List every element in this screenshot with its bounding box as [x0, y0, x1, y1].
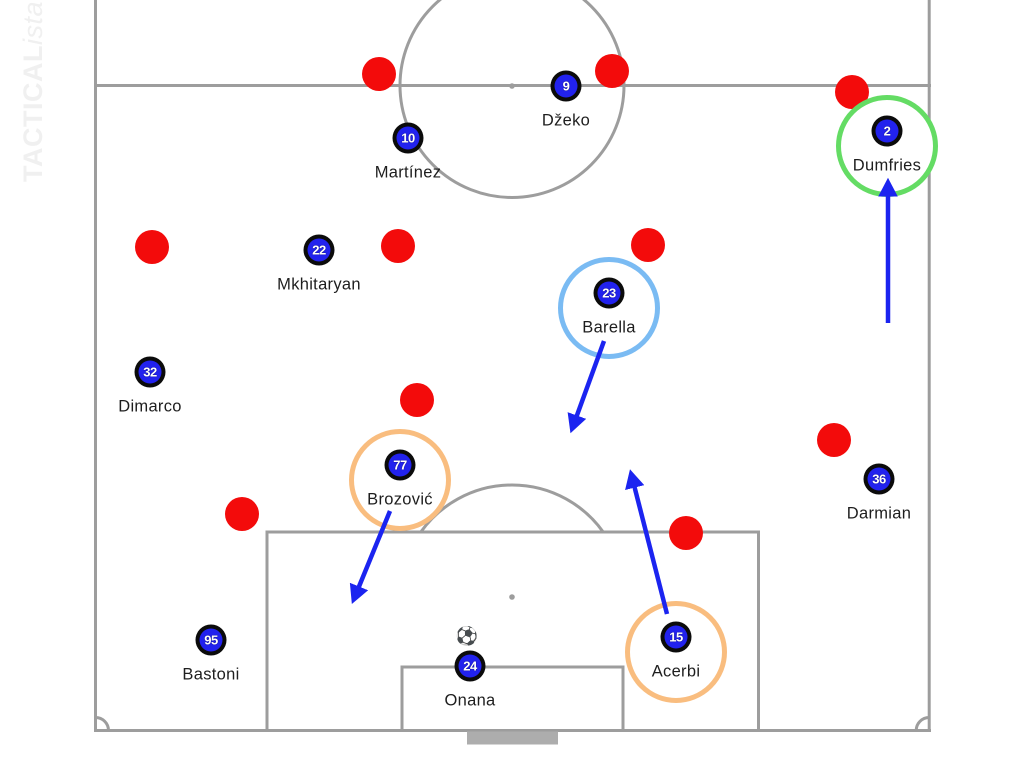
player-marker[interactable]: 24 [454, 650, 486, 682]
penalty-arc [419, 483, 605, 533]
player-marker-inner: 9 [554, 74, 578, 98]
opponent-dot[interactable] [225, 497, 259, 531]
goal-area [400, 665, 625, 732]
player-marker[interactable]: 23 [593, 277, 625, 309]
opponent-dot[interactable] [381, 229, 415, 263]
highlight-ring-orange[interactable] [349, 429, 451, 531]
player-marker[interactable]: 36 [863, 463, 895, 495]
movement-arrow[interactable] [349, 510, 393, 604]
opponent-dot[interactable] [817, 423, 851, 457]
player-number: 23 [602, 285, 616, 301]
player-number: 32 [143, 364, 157, 380]
player-number: 15 [669, 629, 683, 645]
player-marker-inner: 32 [138, 360, 162, 384]
opponent-dot[interactable] [400, 383, 434, 417]
player-number: 24 [463, 658, 477, 674]
corner-arc-left [95, 716, 110, 731]
player-marker-inner: 22 [307, 238, 331, 262]
opponent-dot[interactable] [595, 54, 629, 88]
player-marker[interactable]: 2 [871, 115, 903, 147]
player-number: 95 [204, 632, 218, 648]
centre-spot [509, 83, 515, 89]
player-marker[interactable]: 9 [550, 70, 582, 102]
player-marker[interactable]: 32 [134, 356, 166, 388]
player-marker-inner: 77 [388, 453, 412, 477]
player-number: 9 [562, 78, 570, 94]
player-marker[interactable]: 10 [392, 122, 424, 154]
player-marker-inner: 24 [458, 654, 482, 678]
ball-icon[interactable]: ⚽ [455, 626, 479, 646]
player-marker-inner: 36 [867, 467, 891, 491]
centre-circle [398, 0, 626, 199]
player-number: 36 [872, 471, 886, 487]
player-number: 77 [393, 457, 407, 473]
corner-arc-right [914, 716, 930, 731]
player-marker-inner: 23 [597, 281, 621, 305]
player-marker[interactable]: 22 [303, 234, 335, 266]
player-marker-inner: 10 [396, 126, 420, 150]
player-number: 22 [312, 242, 326, 258]
movement-arrow[interactable] [625, 469, 670, 615]
player-marker-inner: 95 [199, 628, 223, 652]
opponent-dot[interactable] [631, 228, 665, 262]
player-marker[interactable]: 95 [195, 624, 227, 656]
opponent-dot[interactable] [135, 230, 169, 264]
goal [467, 731, 558, 745]
player-marker[interactable]: 77 [384, 449, 416, 481]
player-marker-inner: 15 [664, 625, 688, 649]
movement-arrow[interactable] [567, 340, 607, 434]
player-marker-inner: 2 [875, 119, 899, 143]
opponent-dot[interactable] [362, 57, 396, 91]
player-number: 2 [883, 123, 891, 139]
player-marker[interactable]: 15 [660, 621, 692, 653]
opponent-dot[interactable] [669, 516, 703, 550]
penalty-spot [509, 594, 515, 600]
player-number: 10 [401, 130, 415, 146]
